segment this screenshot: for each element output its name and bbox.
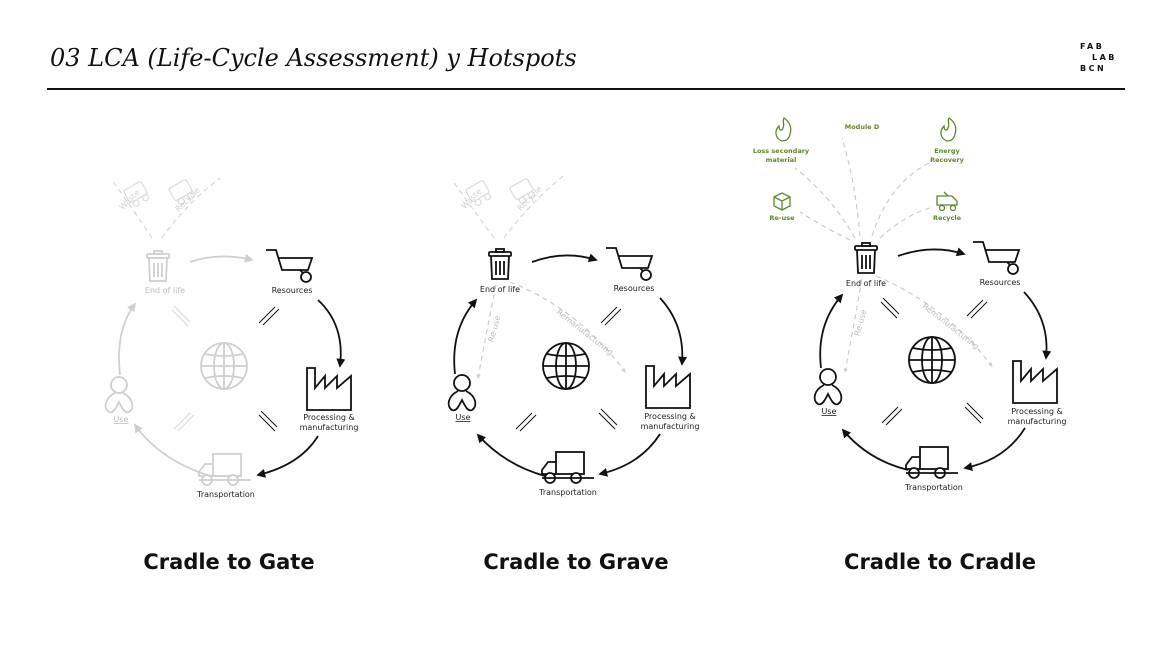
processing-label-2a: Processing & (644, 412, 696, 421)
module-d-title: Module D (845, 123, 880, 131)
end-of-life-bin-icon (146, 250, 170, 282)
title-divider (47, 88, 1125, 90)
transportation-label-3: Transportation (904, 483, 963, 492)
reuse-box-icon (773, 192, 791, 211)
ghost-flows (111, 177, 221, 239)
fablab-logo: FAB LAB BCN (1080, 41, 1126, 74)
ghost-waste-label: Waste (118, 188, 142, 212)
caption-cradle-to-gate: Cradle to Gate (143, 550, 315, 574)
diagram-cradle-to-gate: Waste Recycle End of life Use Transporta… (104, 177, 359, 499)
transportation-label-2: Transportation (538, 488, 597, 497)
resources-label-2: Resources (614, 284, 655, 293)
flow-resources-to-processing (317, 299, 346, 368)
globe-icon-3 (908, 336, 956, 384)
processing-label-2: manufacturing (300, 423, 359, 432)
ghost-recycle-icon (168, 179, 195, 205)
end-of-life-bin-icon-2 (488, 248, 512, 280)
diagram-cradle-to-cradle: Module D Loss secondary material Energy … (753, 117, 1067, 492)
exchange-arrows-processing (258, 410, 278, 432)
use-person-icon-2 (447, 374, 477, 412)
globe-icon (200, 342, 248, 390)
caption-cradle-to-cradle: Cradle to Cradle (844, 550, 1036, 574)
recycle-cart-icon (936, 191, 958, 212)
logo-line-1: FAB (1080, 42, 1105, 51)
use-person-icon (104, 376, 134, 414)
loss-secondary-label-2: material (766, 156, 797, 164)
transportation-truck-icon (198, 453, 252, 486)
module-d-flows (794, 137, 936, 241)
resources-wheelbarrow-icon-2 (605, 247, 653, 281)
ghost-waste-icon-2 (465, 180, 492, 206)
use-person-icon-3 (813, 368, 843, 406)
ghost-waste-icon (123, 181, 150, 207)
page-title: 03 LCA (Life-Cycle Assessment) y Hotspot… (50, 44, 577, 72)
processing-factory-icon-2 (645, 365, 691, 409)
diagram-cradle-to-grave: Waste Recycle Re-use Remanuf (447, 175, 700, 497)
remanufacturing-flow-label: Remanufacturing (555, 307, 615, 357)
ghost-recycle-icon-2 (509, 178, 536, 204)
use-label-3: Use (822, 407, 837, 416)
remanufacturing-flow-label-3: Remanufacturing (921, 301, 981, 351)
resources-label: Resources (272, 286, 313, 295)
transportation-truck-icon-2 (541, 451, 595, 484)
end-of-life-label-3: End of life (846, 279, 886, 288)
use-label-2: Use (456, 413, 471, 422)
energy-recovery-label-2: Recovery (930, 156, 965, 164)
logo-line-3: BCN (1080, 64, 1107, 73)
loss-flame-icon (775, 117, 792, 142)
processing-factory-icon-3 (1012, 360, 1058, 404)
resources-label-3: Resources (980, 278, 1021, 287)
exchange-arrows-resources (258, 306, 280, 326)
reuse-flow-label: Re-use (487, 314, 503, 343)
transportation-label: Transportation (196, 490, 255, 499)
end-of-life-label: End of life (145, 286, 185, 295)
processing-label-2b: manufacturing (641, 422, 700, 431)
globe-icon-2 (542, 342, 590, 390)
transportation-truck-icon-3 (905, 446, 959, 479)
end-of-life-bin-icon-3 (854, 242, 878, 274)
energy-flame-icon (940, 117, 957, 142)
module-d-reuse-label: Re-use (769, 214, 795, 222)
caption-cradle-to-grave: Cradle to Grave (483, 550, 669, 574)
loss-secondary-label-1: Loss secondary (753, 147, 810, 155)
resources-wheelbarrow-icon (265, 249, 313, 283)
ghost-flows-2 (451, 175, 564, 239)
energy-recovery-label-1: Energy (934, 147, 960, 155)
processing-factory-icon (306, 367, 352, 411)
logo-line-2: LAB (1092, 53, 1117, 62)
end-of-life-label-2: End of life (480, 285, 520, 294)
processing-label-3b: manufacturing (1008, 417, 1067, 426)
processing-label-1: Processing & (303, 413, 355, 422)
module-d-recycle-label: Recycle (933, 214, 962, 222)
reuse-flow-label-3: Re-use (853, 308, 869, 337)
flow-processing-to-transport (256, 435, 319, 478)
processing-label-3a: Processing & (1011, 407, 1063, 416)
use-label: Use (114, 415, 129, 424)
resources-wheelbarrow-icon-3 (972, 241, 1020, 275)
